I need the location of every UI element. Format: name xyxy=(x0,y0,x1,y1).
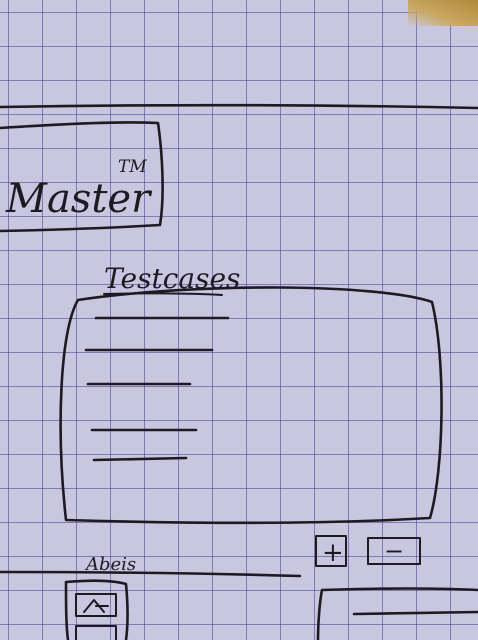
logo-text: Master xyxy=(5,176,153,222)
lower-right-panel-frame xyxy=(316,587,478,640)
lower-divider xyxy=(0,570,302,578)
remove-button[interactable]: − xyxy=(367,537,421,565)
logo: Master TM xyxy=(0,121,164,233)
minus-icon: − xyxy=(384,537,404,565)
testcases-list[interactable] xyxy=(59,286,443,525)
trademark-mark: TM xyxy=(118,157,147,177)
lower-left-panel xyxy=(64,579,129,640)
add-button-frame xyxy=(315,535,347,567)
remove-button-frame xyxy=(367,537,421,565)
add-button[interactable]: + xyxy=(315,535,347,568)
image-thumbnail[interactable] xyxy=(75,625,117,640)
testcases-title-underline xyxy=(103,292,223,296)
list-item[interactable] xyxy=(92,456,188,462)
image-thumbnail[interactable] xyxy=(75,593,117,617)
testcases-list-frame xyxy=(59,286,443,525)
image-icon xyxy=(83,599,109,613)
logo-frame xyxy=(0,121,164,233)
desk-edge xyxy=(408,0,478,26)
lower-section-title: Abeis xyxy=(84,554,136,575)
plus-icon: + xyxy=(322,538,344,568)
list-item[interactable] xyxy=(352,610,478,616)
lower-right-panel xyxy=(316,587,478,640)
header-divider xyxy=(0,103,478,110)
lower-left-panel-frame xyxy=(64,579,129,640)
